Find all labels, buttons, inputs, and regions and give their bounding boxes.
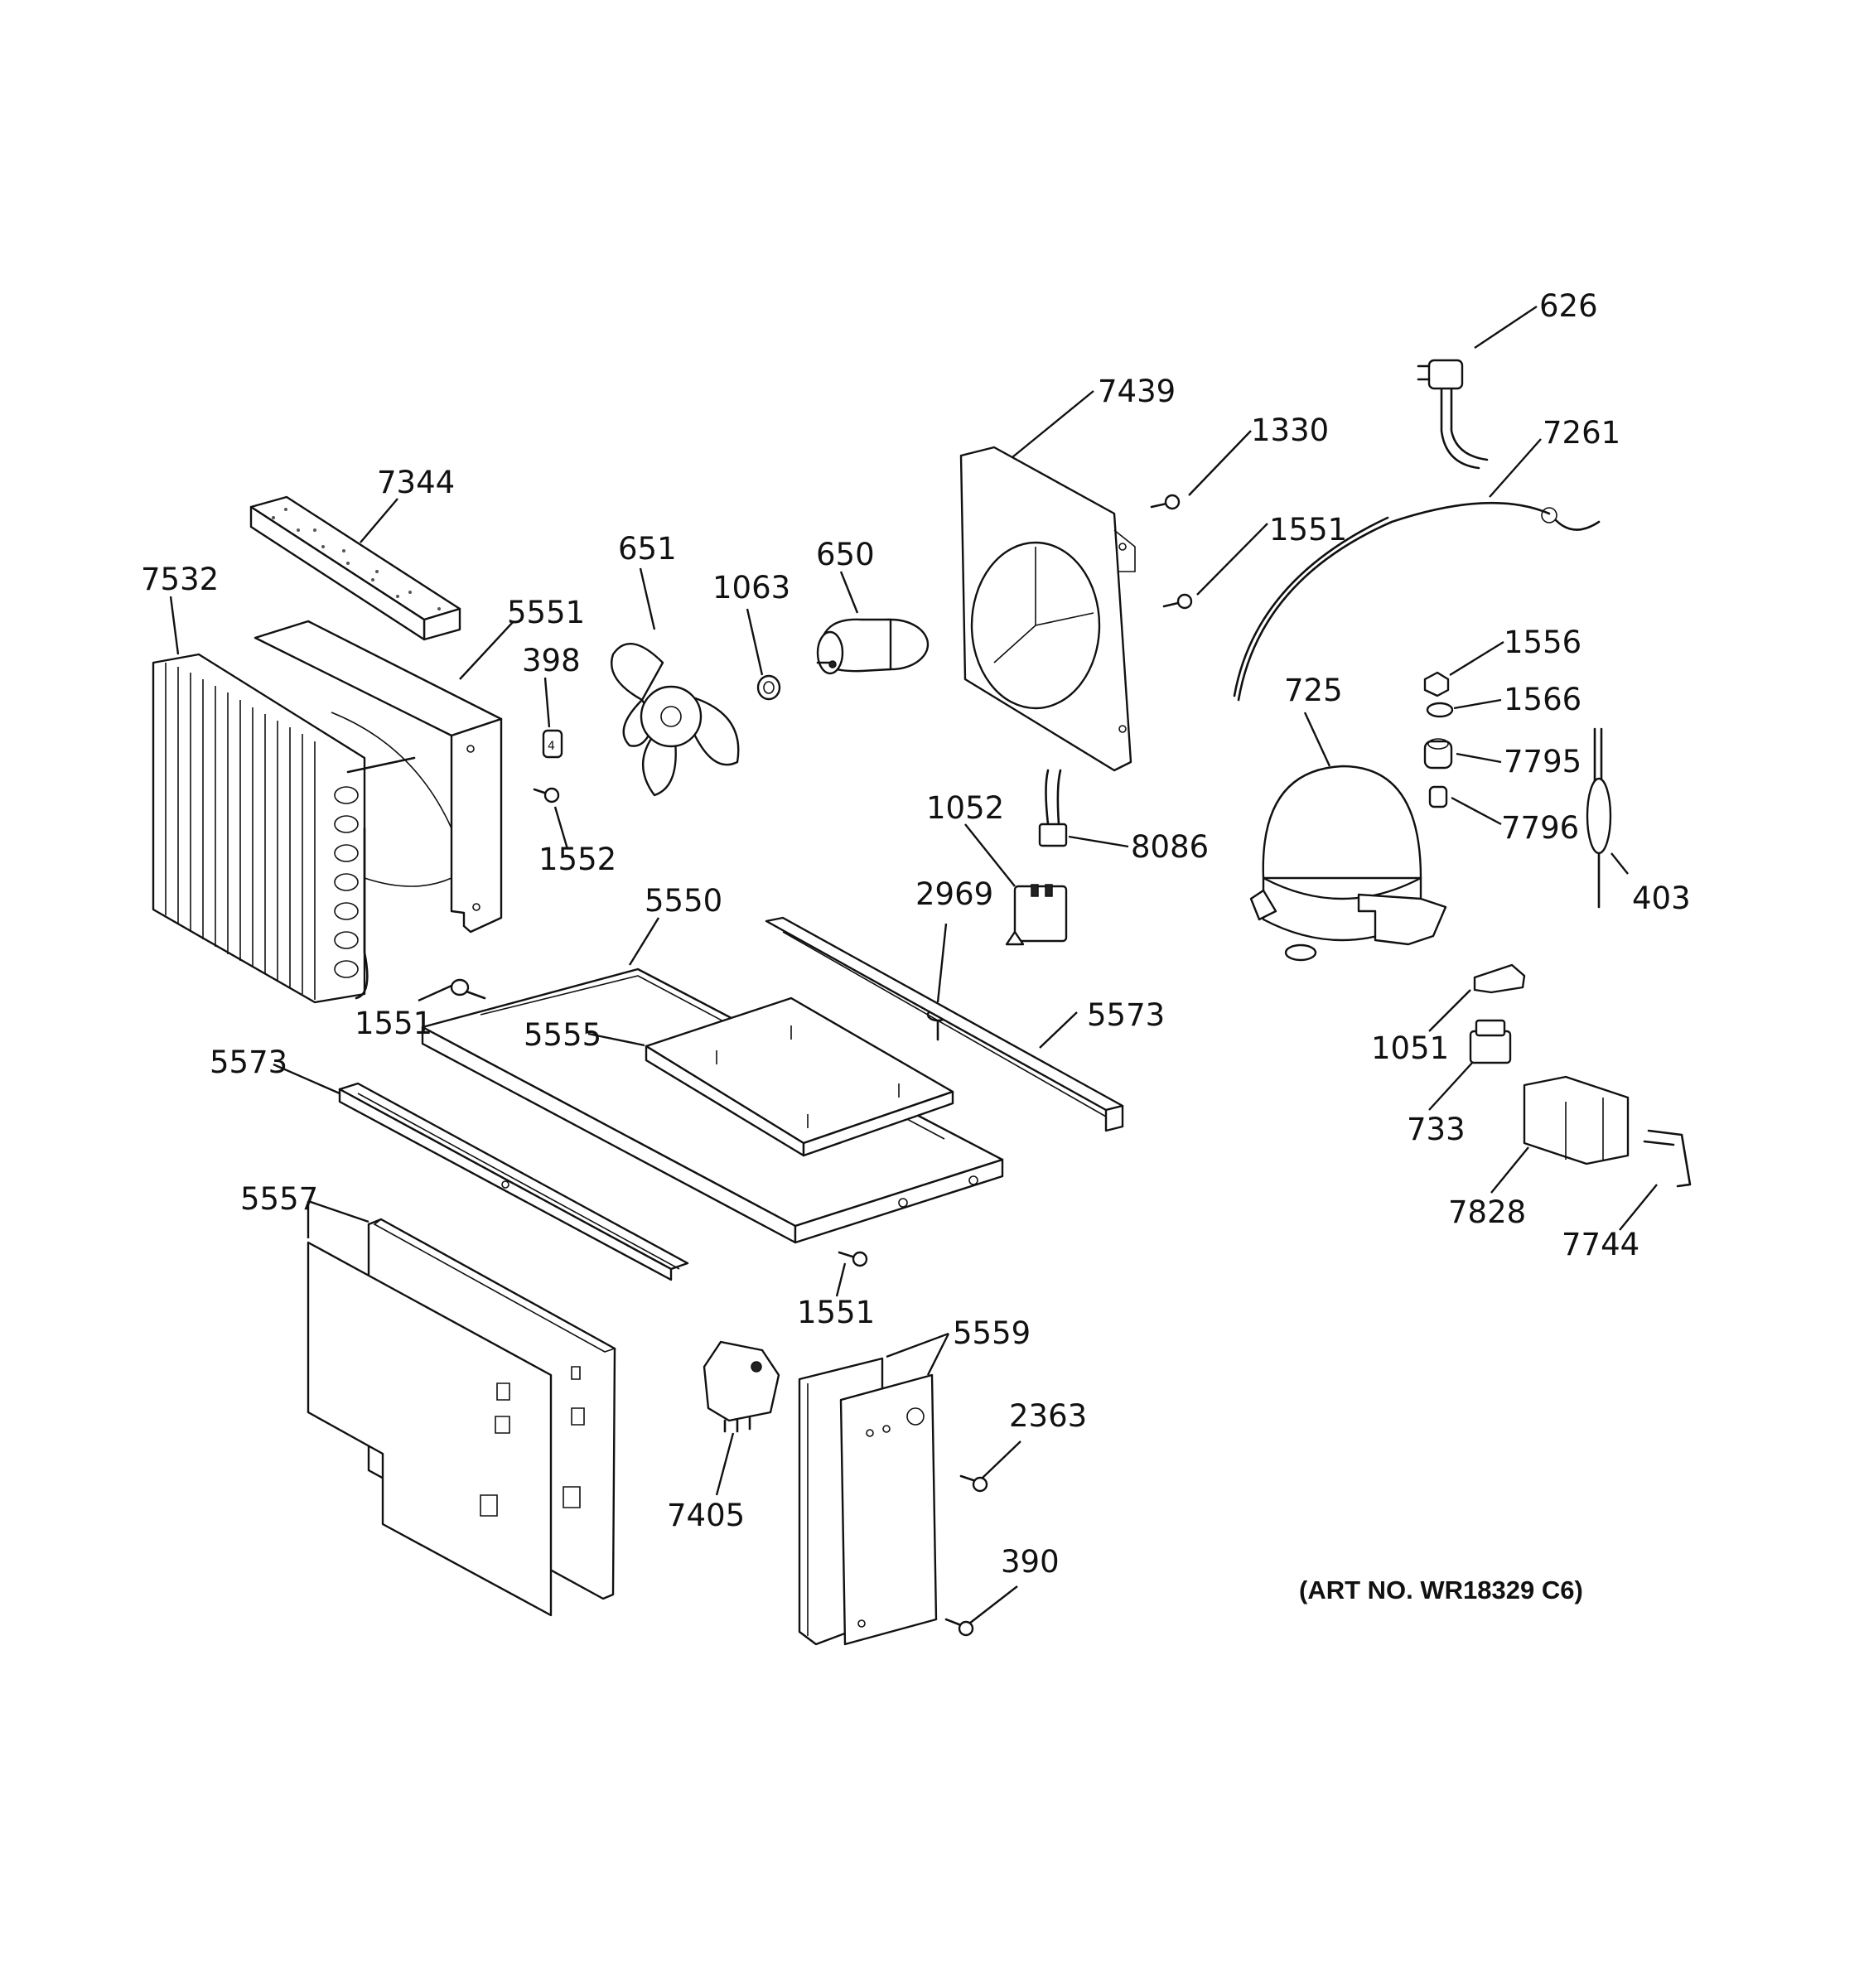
part-1566-washer <box>1426 702 1454 718</box>
label-5573-right: 5573 <box>1087 997 1165 1033</box>
part-725-compressor <box>1249 765 1447 962</box>
part-398-clip: 4 <box>542 729 563 759</box>
label-7532: 7532 <box>141 562 219 597</box>
part-7439-fan-bracket <box>959 446 1136 772</box>
label-5555: 5555 <box>524 1017 601 1053</box>
part-5573-rail-right <box>765 916 1124 1132</box>
part-1552-screw <box>533 787 560 803</box>
label-5573-left: 5573 <box>210 1045 287 1080</box>
label-5559: 5559 <box>953 1315 1031 1351</box>
part-labels: 626 7439 1330 7261 7344 1551 651 650 753… <box>141 288 1691 1604</box>
label-626: 626 <box>1539 288 1598 324</box>
label-725: 725 <box>1284 673 1343 708</box>
part-1551-screw-bottom <box>838 1251 868 1267</box>
part-7795-grommet <box>1423 738 1453 770</box>
part-390-screw <box>944 1618 974 1637</box>
label-2969: 2969 <box>915 876 993 912</box>
label-7405: 7405 <box>667 1498 745 1533</box>
part-5551-shroud <box>254 620 503 934</box>
part-651-fan-blade <box>611 643 740 797</box>
part-733-overload <box>1469 1019 1512 1064</box>
label-7796: 7796 <box>1501 810 1579 846</box>
label-1566: 1566 <box>1504 682 1582 717</box>
label-5550: 5550 <box>645 883 722 919</box>
label-7795: 7795 <box>1504 744 1582 779</box>
part-1551-screw-top <box>1162 593 1193 610</box>
part-1556-nut <box>1423 671 1450 697</box>
part-7344-foam-strip <box>249 495 461 641</box>
part-7828-start-device <box>1523 1075 1630 1165</box>
label-1551-bottom: 1551 <box>797 1295 875 1330</box>
label-1552: 1552 <box>538 842 616 877</box>
part-5555-tray <box>645 996 954 1157</box>
part-7532-condenser-coil <box>152 653 416 1004</box>
part-5559-panels <box>798 1357 938 1646</box>
label-398: 398 <box>522 643 581 678</box>
part-1052-relay <box>1005 884 1068 946</box>
part-650-fan-motor <box>816 618 930 675</box>
leader-lines <box>169 306 1658 1624</box>
label-390: 390 <box>1001 1544 1060 1580</box>
label-1556: 1556 <box>1504 625 1582 660</box>
label-8086: 8086 <box>1131 829 1209 865</box>
label-7344: 7344 <box>377 465 455 500</box>
label-733: 733 <box>1407 1112 1466 1147</box>
part-1330-screw <box>1150 494 1181 510</box>
label-7439: 7439 <box>1098 374 1176 409</box>
label-1052: 1052 <box>926 790 1004 826</box>
part-1063-washer <box>756 674 781 701</box>
label-7744: 7744 <box>1562 1227 1639 1262</box>
label-7261: 7261 <box>1543 415 1620 451</box>
label-1551-left: 1551 <box>355 1006 432 1041</box>
part-1051-cover <box>1473 963 1526 994</box>
label-1063: 1063 <box>712 570 790 606</box>
part-7261-tubing <box>1233 501 1601 702</box>
art-number: (ART NO. WR18329 C6) <box>1299 1575 1583 1604</box>
label-5551: 5551 <box>507 595 585 630</box>
part-7796-sleeve <box>1428 785 1448 808</box>
label-1051: 1051 <box>1371 1030 1449 1066</box>
part-5557-panel-front <box>307 1241 553 1617</box>
label-650: 650 <box>816 537 875 572</box>
label-403: 403 <box>1632 881 1691 916</box>
label-651: 651 <box>618 531 677 567</box>
part-403-drier <box>1586 727 1612 909</box>
part-5573-rail-left <box>338 1082 689 1281</box>
part-7405-timer <box>703 1340 780 1433</box>
label-1330: 1330 <box>1251 413 1329 448</box>
part-626-power-cord <box>1417 359 1489 470</box>
label-5557: 5557 <box>240 1181 318 1217</box>
label-1551-top: 1551 <box>1269 512 1347 548</box>
label-2363: 2363 <box>1009 1398 1087 1434</box>
svg-text:4: 4 <box>548 740 555 753</box>
label-7828: 7828 <box>1448 1194 1526 1230</box>
part-7744-clip <box>1643 1129 1692 1188</box>
part-2363-screw <box>959 1474 988 1493</box>
part-1551-screw-left <box>450 978 486 1000</box>
part-8086-harness <box>1038 769 1068 847</box>
